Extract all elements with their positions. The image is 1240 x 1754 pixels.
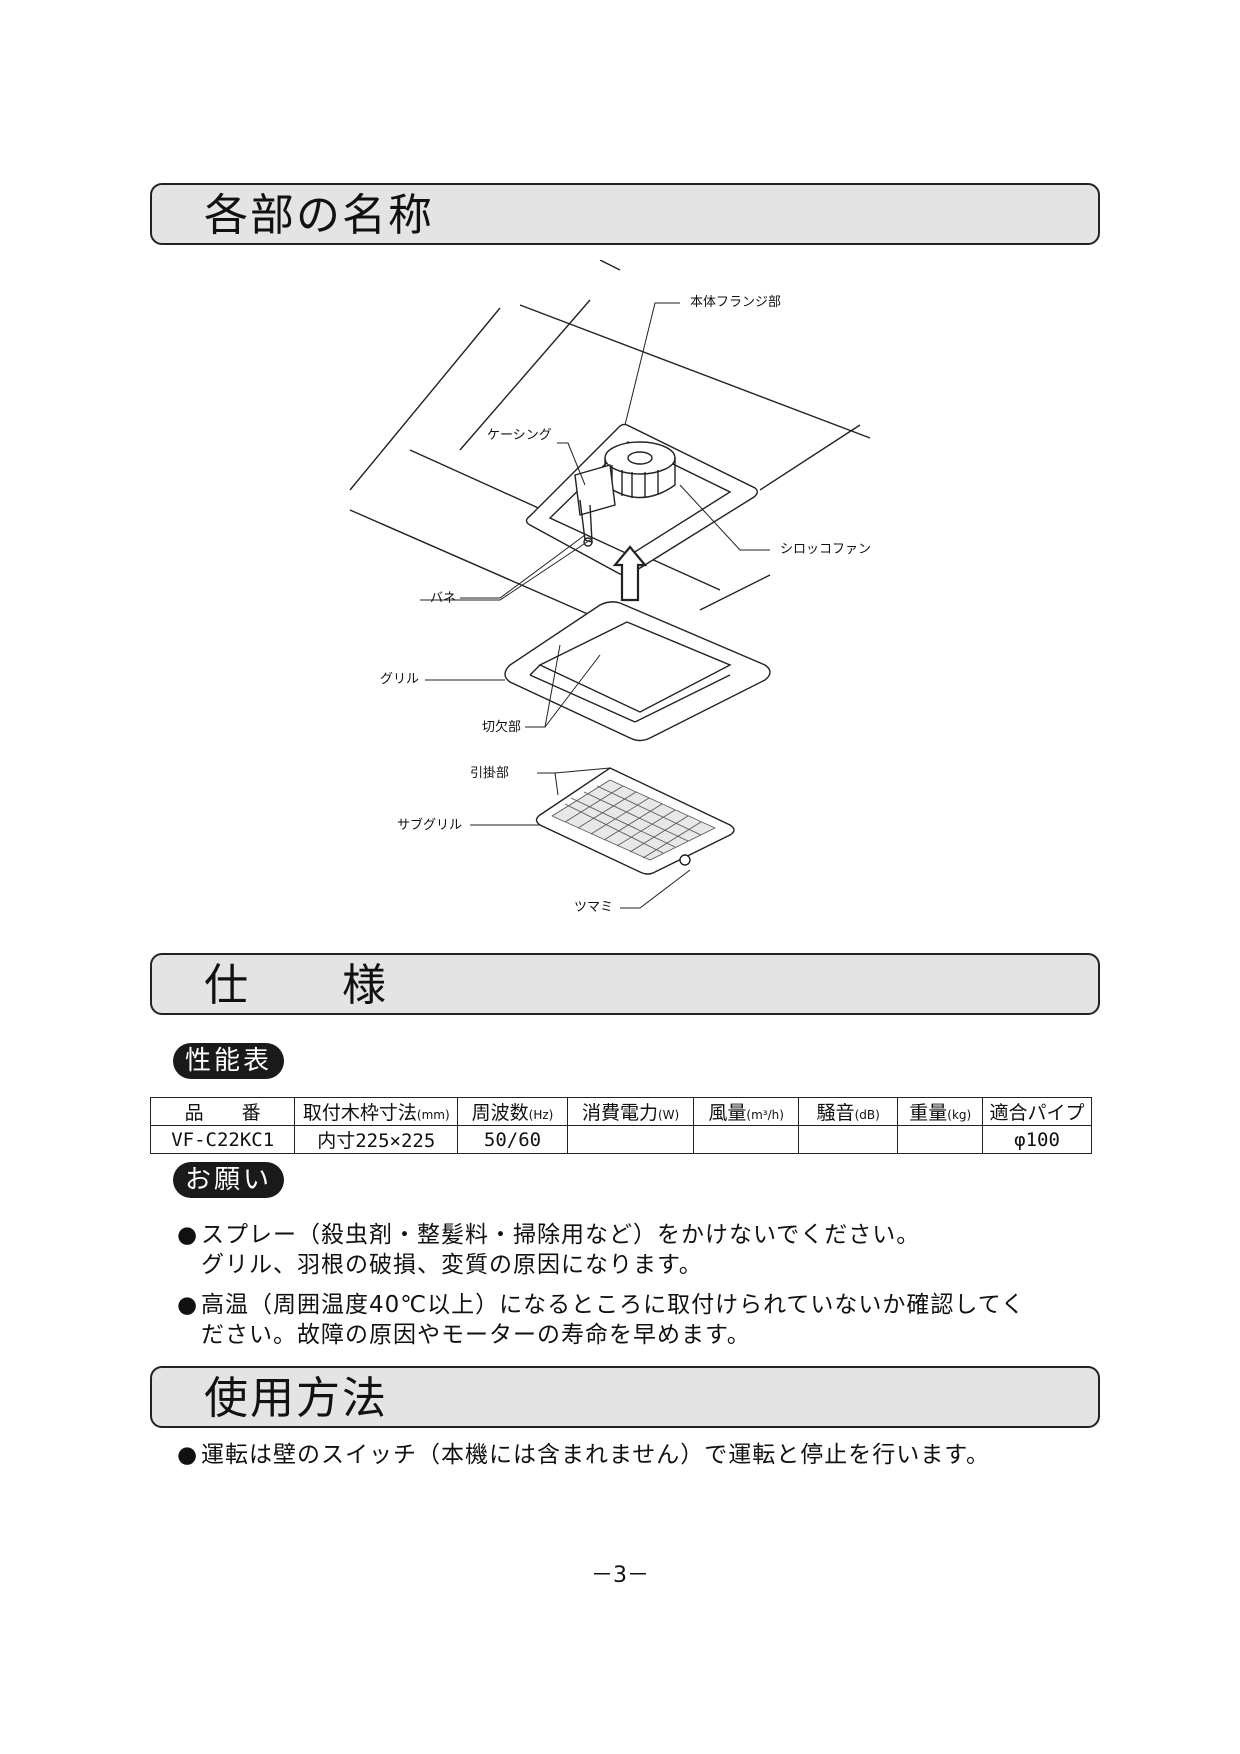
table-header: 風量(m³/h): [693, 1097, 799, 1126]
usage-line: 運転は壁のスイッチ（本機には含まれません）で運転と停止を行います。: [201, 1442, 991, 1468]
request-line: スプレー（殺虫剤・整髪料・掃除用など）をかけないでください。: [201, 1222, 921, 1248]
request-item: ●高温（周囲温度40℃以上）になるところに取付けられていないか確認してく ださい…: [177, 1290, 1025, 1350]
section-header-parts: 各部の名称: [150, 183, 1100, 245]
usage-text: ●運転は壁のスイッチ（本機には含まれません）で運転と停止を行います。: [177, 1440, 990, 1470]
cell-frame-size: 内寸225×225: [294, 1125, 459, 1154]
label-flange: 本体フランジ部: [690, 295, 782, 310]
table-header-row: 品 番 取付木枠寸法(mm) 周波数(Hz) 消費電力(W) 風量(m³/h) …: [149, 1097, 1092, 1126]
table-header: 消費電力(W): [566, 1097, 695, 1126]
table-header: 周波数(Hz): [457, 1097, 568, 1126]
performance-badge: 性能表: [173, 1043, 285, 1079]
label-sirocco-fan: シロッコファン: [780, 542, 872, 557]
cell-model: VF-C22KC1: [149, 1125, 296, 1154]
cell-power: [566, 1125, 695, 1154]
section-title-usage: 使用方法: [204, 1373, 388, 1424]
cell-weight: [897, 1125, 984, 1154]
cell-frequency: 50/60: [457, 1125, 568, 1154]
section-title-parts: 各部の名称: [204, 190, 434, 241]
label-knob: ツマミ: [574, 900, 614, 915]
label-hook: 引掛部: [470, 766, 510, 781]
cell-airflow: [693, 1125, 799, 1154]
table-header: 重量(kg): [897, 1097, 984, 1126]
table-header: 適合パイプ: [982, 1097, 1092, 1126]
performance-table: 品 番 取付木枠寸法(mm) 周波数(Hz) 消費電力(W) 風量(m³/h) …: [149, 1097, 1092, 1154]
grille: [504, 601, 771, 742]
label-notch: 切欠部: [482, 720, 522, 735]
request-line: ださい。故障の原因やモーターの寿命を早めます。: [201, 1322, 751, 1348]
table-header: 取付木枠寸法(mm): [294, 1097, 459, 1126]
label-grille: グリル: [380, 672, 420, 687]
request-line: 高温（周囲温度40℃以上）になるところに取付けられていないか確認してく: [201, 1292, 1026, 1318]
leader-lines: [420, 302, 770, 909]
table-header: 品 番: [149, 1097, 296, 1126]
sirocco-fan: [604, 441, 676, 499]
parts-diagram: [349, 260, 871, 909]
ceiling-lines: [349, 260, 871, 616]
request-line: グリル、羽根の破損、変質の原因になります。: [201, 1252, 703, 1278]
sub-grille: [535, 767, 735, 875]
section-header-spec: 仕 様: [150, 953, 1100, 1015]
label-spring: バネ: [430, 591, 457, 606]
cell-pipe: φ100: [982, 1125, 1092, 1154]
table-row: VF-C22KC1 内寸225×225 50/60 φ100: [149, 1125, 1092, 1154]
cell-noise: [797, 1125, 899, 1154]
section-title-spec: 仕 様: [204, 960, 388, 1011]
bullet: ●: [177, 1442, 199, 1468]
section-header-usage: 使用方法: [150, 1366, 1100, 1428]
casing: [574, 464, 616, 516]
bullet: ●: [177, 1222, 199, 1248]
table-header: 騒音(dB): [797, 1097, 899, 1126]
bullet: ●: [177, 1292, 199, 1318]
page-number: －3－: [591, 1563, 649, 1588]
request-item: ●スプレー（殺虫剤・整髪料・掃除用など）をかけないでください。 グリル、羽根の破…: [177, 1220, 920, 1280]
label-sub-grille: サブグリル: [397, 818, 463, 833]
request-badge: お願い: [173, 1162, 285, 1198]
label-casing: ケーシング: [487, 428, 552, 443]
install-arrow: [612, 545, 648, 602]
